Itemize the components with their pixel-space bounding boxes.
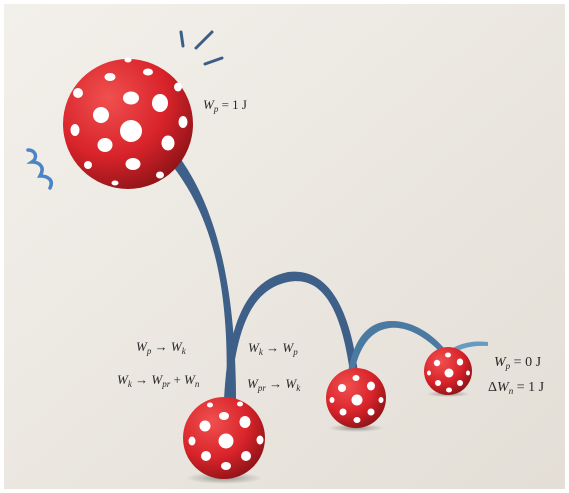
label-top-value: = 1 J [218, 97, 247, 112]
label-mid-line2: Wpr → Wk [247, 377, 300, 393]
label-top-energy: Wp = 1 J [203, 98, 247, 114]
r1-value: = 0 J [510, 355, 542, 370]
m2-a: W [247, 376, 258, 391]
r2-sub: n [508, 386, 514, 396]
l1-a: W [136, 339, 147, 354]
l2-a-sub: k [127, 379, 132, 389]
m1-a-sub: k [258, 347, 263, 357]
l2-c-sub: n [194, 379, 200, 389]
ball-bottom [183, 397, 265, 479]
label-right-line1: Wp = 0 J [494, 356, 541, 371]
m1-a: W [248, 340, 259, 355]
l2-c: W [184, 372, 195, 387]
trajectory-band-3 [348, 320, 444, 372]
ball-middle [326, 368, 386, 428]
arrow-icon: → [154, 339, 168, 354]
l2-a: W [117, 372, 128, 387]
r1-symbol: W [494, 355, 506, 370]
motion-line-icon [179, 30, 224, 66]
l1-a-sub: p [146, 346, 152, 356]
label-left-line1: Wp → Wk [136, 340, 186, 356]
label-mid-line1: Wk → Wp [248, 341, 298, 357]
label-top-subscript: p [213, 104, 219, 114]
m1-b-sub: p [293, 347, 298, 357]
trajectory-band-4 [446, 341, 488, 356]
m2-a-sub: pr [257, 383, 266, 393]
l1-b: W [170, 339, 182, 354]
m2-b: W [285, 376, 297, 391]
r2-symbol: W [497, 380, 509, 395]
ball-top [63, 57, 193, 189]
label-top-symbol: W [203, 97, 214, 112]
arrow-icon: → [266, 340, 280, 355]
l2-plus: + [170, 372, 185, 387]
l1-b-sub: k [181, 346, 186, 356]
arrow-icon: → [135, 372, 149, 387]
r2-value: = 1 J [513, 380, 545, 395]
m1-b: W [282, 340, 294, 355]
arrow-icon: → [269, 376, 283, 391]
l2-b: W [151, 372, 163, 387]
r1-sub: p [505, 361, 511, 371]
wave-squiggle-icon [26, 148, 53, 190]
label-right-line2: ΔWn = 1 J [488, 381, 544, 396]
label-left-line2: Wk → Wpr + Wn [117, 373, 199, 389]
ball-right [424, 347, 472, 395]
delta-symbol: Δ [488, 380, 498, 395]
m2-b-sub: k [296, 383, 301, 393]
l2-b-sub: pr [162, 379, 171, 389]
